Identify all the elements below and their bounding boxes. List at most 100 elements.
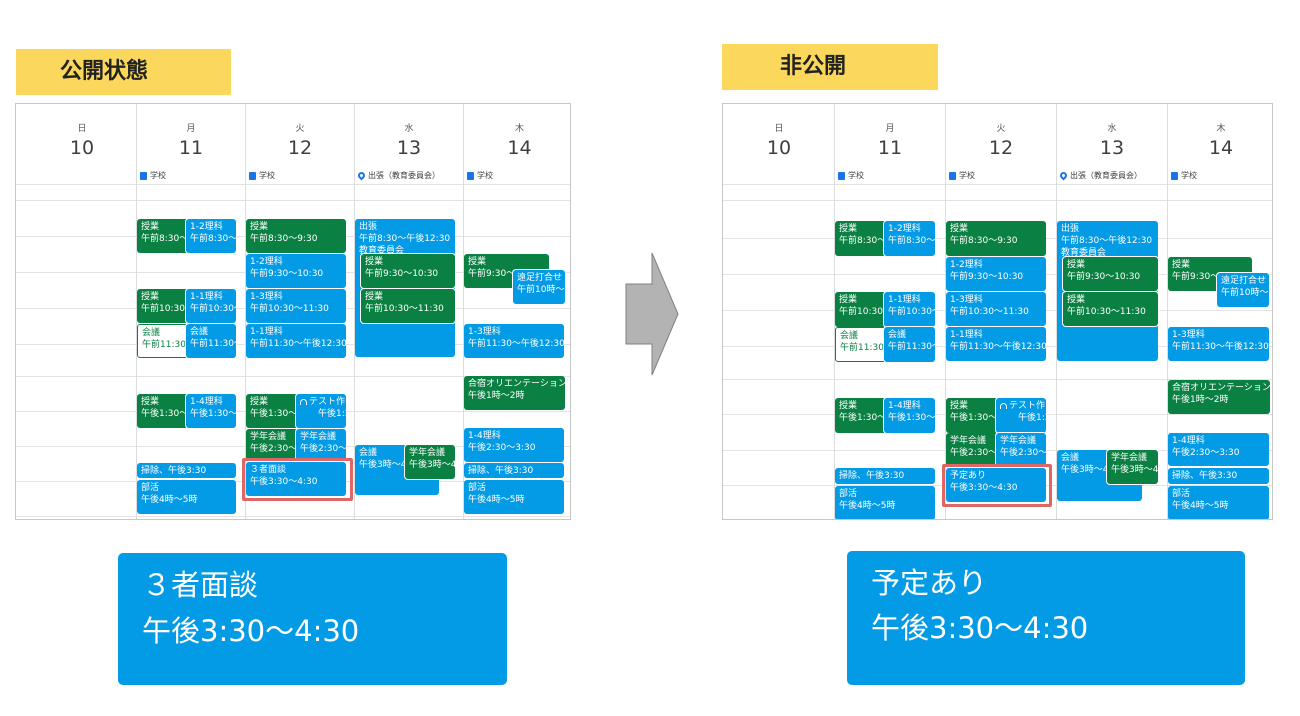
event-tue-rika-1-3[interactable]: 1-3理科午前10:30〜11:30: [246, 289, 346, 323]
event-thu-bukatsu[interactable]: 部活午後4時〜5時: [1168, 486, 1269, 519]
event-wed-jugyo[interactable]: 授業午前10:30〜11:30: [361, 289, 455, 323]
event-thu-ensoku[interactable]: 遠足打合せ午前10時〜: [513, 270, 565, 304]
event-mon-rika-1-2[interactable]: 1-2理科午前8:30〜: [186, 219, 236, 253]
event-tue-jugyo[interactable]: 授業午後1:30〜: [246, 394, 302, 428]
event-tue-jugyo[interactable]: 授業午後1:30〜: [946, 398, 1002, 433]
day-number[interactable]: 11: [178, 137, 204, 159]
event-mon-bukatsu[interactable]: 部活午後4時〜5時: [137, 480, 236, 514]
building-icon: [949, 171, 956, 180]
private-state-label: 非公開: [722, 44, 938, 90]
event-thu-bukatsu[interactable]: 部活午後4時〜5時: [464, 480, 564, 514]
event-tue-jugyo[interactable]: 授業午前8:30〜9:30: [246, 219, 346, 253]
zoomed-event-private: 予定あり 午後3:30〜4:30: [847, 551, 1245, 685]
day-number[interactable]: 13: [396, 137, 422, 159]
event-wed-gakunen[interactable]: 学年会議午後3時〜4: [405, 445, 455, 479]
day-of-week: 月: [885, 124, 895, 134]
building-icon: [838, 171, 845, 180]
event-thu-souji[interactable]: 掃除、午後3:30: [464, 463, 564, 478]
day-number[interactable]: 14: [1208, 137, 1234, 159]
day-column-tue[interactable]: 火 12 学校: [945, 104, 1056, 519]
day-column-tue[interactable]: 火 12 学校: [245, 104, 354, 519]
working-location[interactable]: 出張（教育委員会）: [1058, 170, 1142, 181]
event-wed-jugyo[interactable]: 授業午前10:30〜11:30: [1063, 292, 1158, 326]
event-mon-jugyo[interactable]: 授業午前8:30〜: [835, 221, 887, 256]
building-icon: [249, 171, 256, 180]
event-thu-gasshuku[interactable]: 合宿オリエンテーション午後1時〜2時: [1168, 380, 1270, 414]
event-mon-jugyo[interactable]: 授業午前10:30〜: [137, 289, 189, 323]
event-tue-rika-1-2[interactable]: 1-2理科午前9:30〜10:30: [246, 254, 346, 288]
day-number[interactable]: 10: [69, 137, 95, 159]
highlight-box: [942, 464, 1052, 507]
day-of-week: 火: [295, 124, 305, 134]
event-tue-gakunen[interactable]: 学年会議午後2:30〜: [246, 429, 302, 461]
event-tue-gakunen[interactable]: 学年会議午後2:30〜: [296, 429, 346, 461]
event-wed-jugyo[interactable]: 授業午前9:30〜10:30: [361, 254, 455, 288]
event-tue-rika-1-3[interactable]: 1-3理科午前10:30〜11:30: [946, 292, 1046, 326]
event-mon-rika-1-4[interactable]: 1-4理科午後1:30〜: [186, 394, 236, 428]
event-mon-rika-1-4[interactable]: 1-4理科午後1:30〜: [884, 398, 935, 433]
working-location[interactable]: 学校: [467, 170, 493, 181]
public-state-label: 公開状態: [16, 49, 231, 95]
event-wed-jugyo[interactable]: 授業午前9:30〜10:30: [1063, 257, 1158, 291]
event-mon-rika-1-2[interactable]: 1-2理科午前8:30〜: [884, 221, 935, 256]
day-column-thu[interactable]: 木 14 学校: [1167, 104, 1272, 519]
day-number[interactable]: 13: [1099, 137, 1125, 159]
event-mon-bukatsu[interactable]: 部活午後4時〜5時: [835, 486, 935, 519]
calendar-public: 日 10 月 11 学校 火 12 学校 水 13 出張（教育委員会） 木 14…: [15, 103, 571, 520]
event-thu-ensoku[interactable]: 遠足打合せ午前10時〜: [1217, 273, 1269, 307]
day-column-mon[interactable]: 月 11 学校: [136, 104, 245, 519]
event-mon-jugyo[interactable]: 授業午前8:30〜: [137, 219, 189, 253]
event-tue-gakunen[interactable]: 学年会議午後2:30〜: [996, 433, 1046, 466]
working-location[interactable]: 学校: [140, 170, 166, 181]
event-wed-gakunen[interactable]: 学年会議午後3時〜4: [1107, 450, 1158, 484]
location-label: 学校: [959, 171, 975, 180]
day-number[interactable]: 10: [766, 137, 792, 159]
day-number[interactable]: 14: [507, 137, 532, 159]
working-location[interactable]: 学校: [249, 170, 275, 181]
day-number[interactable]: 12: [287, 137, 313, 159]
event-thu-rika-1-3[interactable]: 1-3理科午前11:30〜午後12:30: [464, 324, 564, 358]
working-location[interactable]: 学校: [949, 170, 975, 181]
zoomed-event-public: ３者面談 午後3:30〜4:30: [118, 553, 507, 685]
event-thu-rika-1-3[interactable]: 1-3理科午前11:30〜午後12:30: [1168, 327, 1269, 361]
event-thu-gasshuku[interactable]: 合宿オリエンテーション午後1時〜2時: [464, 376, 565, 410]
day-column-sun[interactable]: 日 10: [723, 104, 835, 519]
event-thu-souji[interactable]: 掃除、午後3:30: [1168, 468, 1269, 484]
event-tue-rika-1-2[interactable]: 1-2理科午前9:30〜10:30: [946, 257, 1046, 291]
event-thu-rika-1-4[interactable]: 1-4理科午後2:30〜3:30: [1168, 433, 1269, 466]
day-number[interactable]: 11: [877, 137, 903, 159]
day-column-sun[interactable]: 日 10: [26, 104, 138, 519]
event-tue-rika-1-1[interactable]: 1-1理科午前11:30〜午後12:30: [946, 327, 1046, 361]
event-tue-rika-1-1[interactable]: 1-1理科午前11:30〜午後12:30: [246, 324, 346, 358]
event-mon-jugyo[interactable]: 授業午後1:30〜: [137, 394, 189, 428]
event-tue-busy[interactable]: 予定あり午後3:30〜4:30: [946, 468, 1046, 502]
event-mon-souji[interactable]: 掃除、午後3:30: [835, 468, 935, 484]
day-column-mon[interactable]: 月 11 学校: [834, 104, 945, 519]
event-tue-gakunen[interactable]: 学年会議午後2:30〜: [946, 433, 1002, 466]
event-mon-jugyo[interactable]: 授業午後1:30〜: [835, 398, 887, 433]
working-location[interactable]: 学校: [1171, 170, 1197, 181]
working-location[interactable]: 出張（教育委員会）: [356, 170, 440, 181]
event-mon-jugyo[interactable]: 授業午前10:30〜: [835, 292, 887, 327]
event-thu-rika-1-4[interactable]: 1-4理科午後2:30〜3:30: [464, 428, 564, 462]
working-location[interactable]: 学校: [838, 170, 864, 181]
day-number[interactable]: 12: [988, 137, 1014, 159]
event-mon-souji[interactable]: 掃除、午後3:30: [137, 463, 236, 478]
day-column-wed[interactable]: 水 13 出張（教育委員会）: [354, 104, 463, 519]
event-tue-jugyo[interactable]: 授業午前8:30〜9:30: [946, 221, 1046, 256]
calendar-private: 日 10 月 11 学校 火 12 学校 水 13 出張（教育委員会） 木 14…: [722, 103, 1273, 520]
day-of-week: 水: [1107, 124, 1117, 134]
event-tue-sansha-mendan[interactable]: ３者面談午後3:30〜4:30: [246, 462, 346, 496]
day-column-wed[interactable]: 水 13 出張（教育委員会）: [1056, 104, 1167, 519]
day-column-thu[interactable]: 木 14 学校: [463, 104, 570, 519]
